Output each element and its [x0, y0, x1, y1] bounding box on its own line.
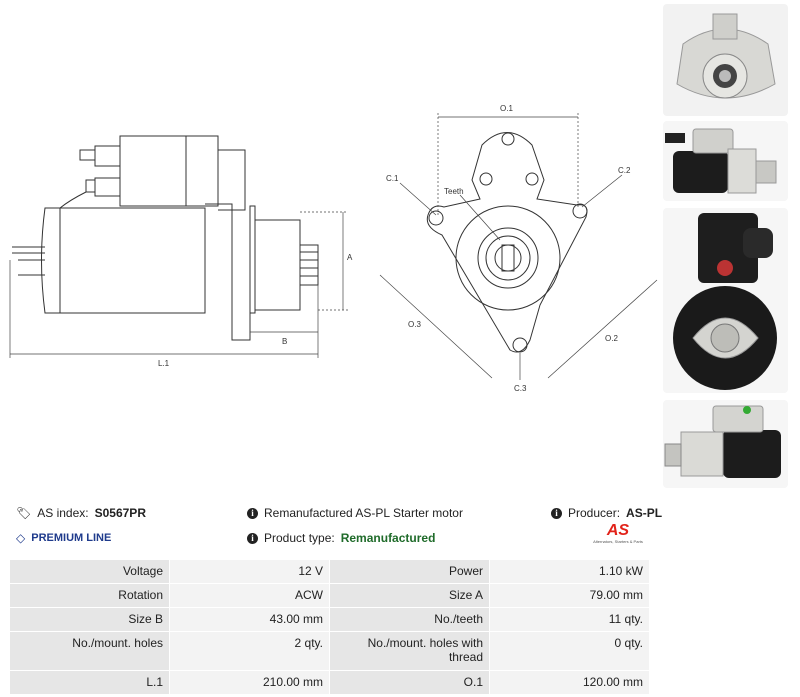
product-type-label: Product type: — [264, 531, 335, 545]
spec-key: Voltage — [9, 559, 170, 584]
table-row: No./mount. holes 2 qty. No./mount. holes… — [9, 631, 650, 671]
description-text: Remanufactured AS-PL Starter motor — [264, 506, 463, 520]
spec-key: Size A — [329, 583, 490, 608]
dim-o3-label: O.3 — [408, 320, 421, 329]
product-type: i Product type: Remanufactured — [247, 531, 435, 545]
spec-value: 12 V — [169, 559, 330, 584]
diamond-icon: ◇ — [16, 531, 26, 545]
spec-key: Rotation — [9, 583, 170, 608]
product-photo-rear[interactable] — [663, 208, 788, 393]
spec-value: 43.00 mm — [169, 607, 330, 632]
premium-line: ◇ PREMIUM LINE — [16, 531, 111, 545]
product-photo-front[interactable] — [663, 4, 788, 116]
dim-a-label: A — [347, 253, 353, 262]
logo-mark: AS — [606, 522, 630, 539]
spec-value: ACW — [169, 583, 330, 608]
spec-value: 1.10 kW — [489, 559, 650, 584]
spec-key: No./teeth — [329, 607, 490, 632]
as-logo: AS Alternators, Starters & Parts — [585, 522, 651, 545]
side-view-drawing: A B L.1 — [9, 135, 353, 368]
product-photo-angle[interactable] — [663, 400, 788, 488]
logo-tagline: Alternators, Starters & Parts — [593, 539, 643, 544]
dim-o2-label: O.2 — [605, 334, 618, 343]
spec-value: 0 qty. — [489, 631, 650, 671]
info-icon: i — [551, 507, 562, 519]
dim-b-label: B — [282, 337, 287, 346]
c1-label: C.1 — [386, 174, 399, 183]
spec-key: O.1 — [329, 670, 490, 695]
producer: i Producer: AS-PL — [551, 506, 662, 520]
info-icon: i — [247, 507, 258, 519]
dim-o1-label: O.1 — [500, 104, 513, 113]
teeth-label: Teeth — [444, 187, 464, 196]
description: i Remanufactured AS-PL Starter motor — [247, 506, 463, 520]
as-index-label: AS index: — [37, 506, 89, 520]
spec-key: Size B — [9, 607, 170, 632]
product-type-value: Remanufactured — [340, 531, 436, 545]
c2-label: C.2 — [618, 166, 631, 175]
product-photo-side[interactable] — [663, 121, 788, 201]
producer-value: AS-PL — [626, 506, 663, 520]
spec-key: No./mount. holes — [9, 631, 170, 671]
table-row: Rotation ACW Size A 79.00 mm — [9, 583, 650, 608]
info-icon: i — [247, 532, 258, 544]
front-view-drawing: O.1 O.2 O.3 C.1 C.2 C.3 Teeth — [379, 104, 658, 393]
spec-key: No./mount. holes with thread — [329, 631, 490, 671]
spec-value: 120.00 mm — [489, 670, 650, 695]
table-row: Size B 43.00 mm No./teeth 11 qty. — [9, 607, 650, 632]
table-row: L.1 210.00 mm O.1 120.00 mm — [9, 670, 650, 695]
as-index: 🏷 AS index: S0567PR — [16, 506, 146, 520]
spec-value: 2 qty. — [169, 631, 330, 671]
as-index-value: S0567PR — [94, 506, 146, 520]
c3-label: C.3 — [514, 384, 527, 393]
spec-key: Power — [329, 559, 490, 584]
spec-value: 210.00 mm — [169, 670, 330, 695]
premium-label: PREMIUM LINE — [31, 532, 112, 544]
table-row: Voltage 12 V Power 1.10 kW — [9, 559, 650, 584]
tags-icon: 🏷 — [16, 506, 32, 520]
spec-value: 79.00 mm — [489, 583, 650, 608]
spec-table: Voltage 12 V Power 1.10 kW Rotation ACW … — [9, 559, 650, 695]
dim-l1-label: L.1 — [158, 359, 170, 368]
spec-key: L.1 — [9, 670, 170, 695]
spec-value: 11 qty. — [489, 607, 650, 632]
producer-label: Producer: — [568, 506, 621, 520]
